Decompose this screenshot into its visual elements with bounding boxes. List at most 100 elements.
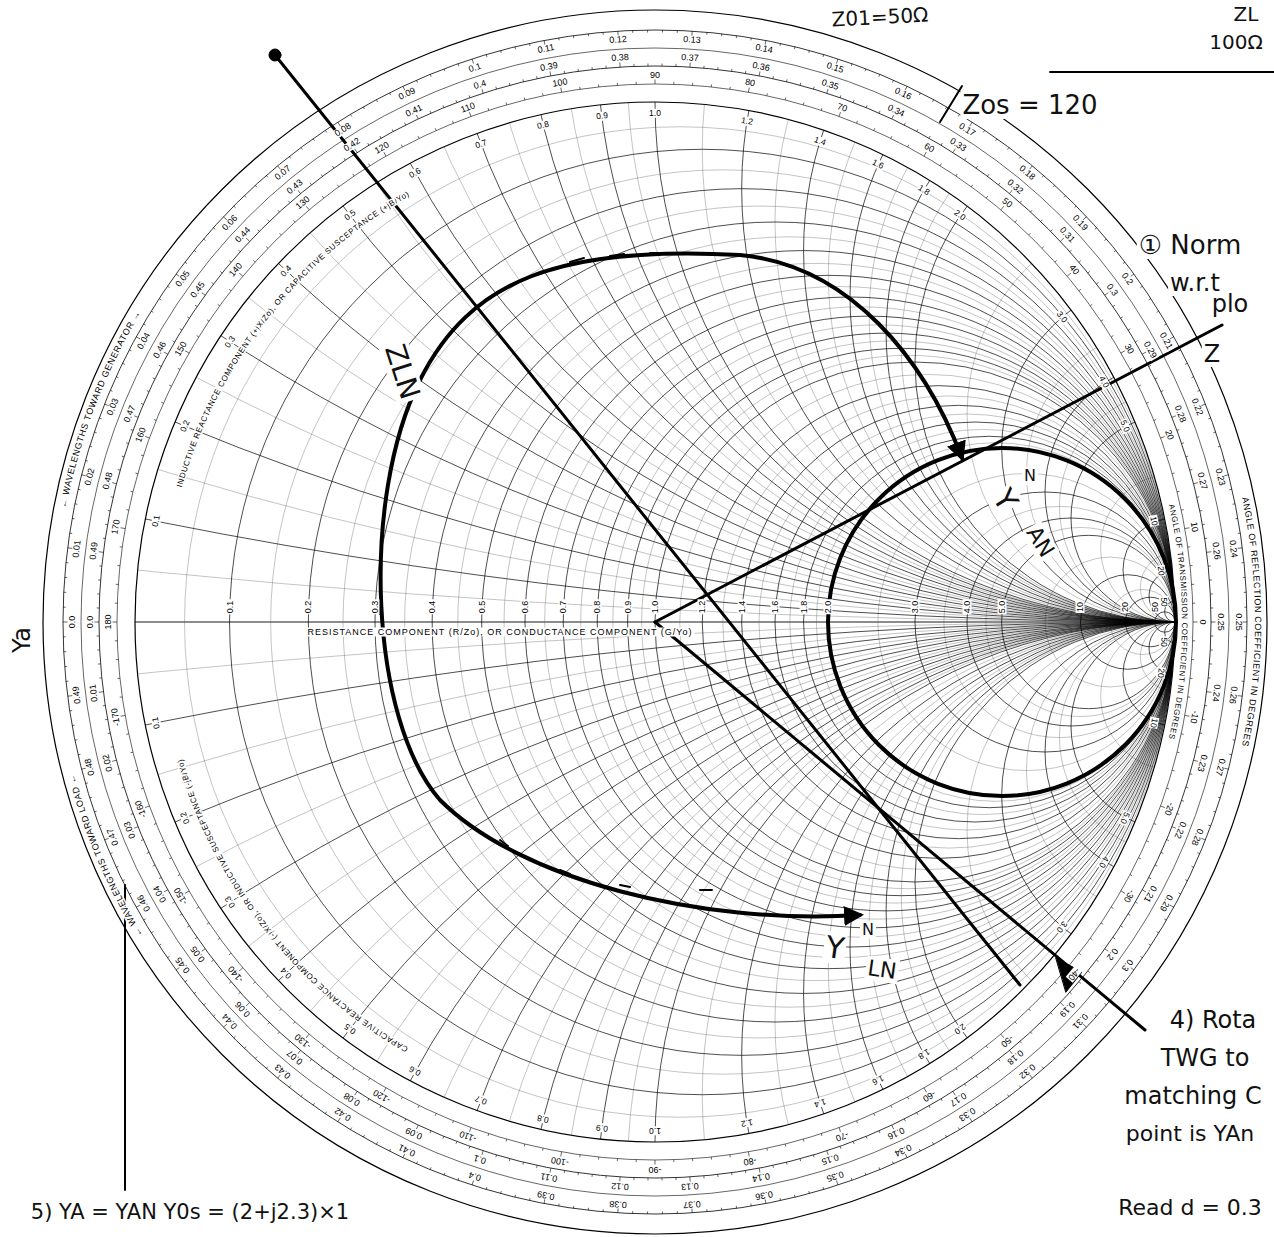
- scale-tick: [111, 746, 113, 748]
- scale-tick: [1192, 866, 1194, 867]
- scale-tick: [195, 937, 197, 938]
- scale-tick: [1237, 695, 1242, 697]
- scale-tick: [976, 166, 977, 168]
- scale-tick: [131, 429, 133, 431]
- scale-tick: [266, 1067, 268, 1069]
- scale-tick: [457, 1178, 459, 1180]
- scale-tick: [1205, 538, 1207, 539]
- scale-tick: [1139, 385, 1141, 386]
- scale-tick: [808, 1191, 810, 1193]
- scale-tick: [72, 725, 74, 726]
- scale-tick: [956, 174, 957, 176]
- resistance-circle: [375, 222, 1175, 1022]
- reactance-arc: [0, 0, 1274, 622]
- wavelength-scale-value: 0.2: [1119, 271, 1135, 288]
- scale-tick: [169, 385, 171, 386]
- scale-tick: [1167, 454, 1169, 456]
- scale-tick: [1190, 678, 1192, 679]
- resistance-value: 1.6: [771, 600, 780, 615]
- scale-tick: [971, 185, 972, 187]
- scale-tick: [1182, 442, 1184, 444]
- scale-tick: [1243, 577, 1245, 578]
- scale-tick: [266, 247, 268, 249]
- scale-tick: [1213, 811, 1215, 813]
- resistance-value: 0.9: [623, 600, 632, 615]
- angle-scale-value: 100: [551, 77, 569, 89]
- scale-tick: [1181, 733, 1183, 735]
- scale-tick: [218, 938, 220, 939]
- scale-tick: [1095, 1015, 1097, 1017]
- wavelength-scale-value: 0.07: [284, 1048, 305, 1067]
- scale-tick: [144, 324, 146, 325]
- scale-tick: [1211, 607, 1213, 608]
- resistance-circle: [271, 170, 1175, 1074]
- scale-tick: [731, 69, 732, 71]
- scale-tick: [131, 491, 133, 493]
- scale-tick: [605, 66, 606, 68]
- scale-tick: [689, 62, 690, 67]
- reactance-arc: [967, 206, 1274, 622]
- scale-tick: [823, 1187, 825, 1189]
- scale-tick: [1164, 324, 1166, 325]
- wavelength-scale-value: 0.44: [233, 225, 253, 245]
- scale-tick: [655, 79, 656, 84]
- angle-scale-value: 80: [743, 78, 756, 89]
- resistance-circle: [185, 127, 1175, 1117]
- scale-tick: [995, 139, 996, 141]
- scale-tick: [786, 1162, 788, 1164]
- scale-tick: [1090, 304, 1092, 305]
- wavelength-scale-value: 0.1: [472, 1153, 489, 1166]
- resistance-value: 50: [1150, 601, 1159, 613]
- wavelength-scale-value: 0.47: [105, 826, 121, 847]
- scale-tick: [350, 114, 351, 116]
- resistance-circle: [828, 449, 1175, 796]
- scale-tick: [1030, 210, 1032, 212]
- scale-tick: [310, 183, 312, 185]
- scale-title: ← WAVELENGTHS TOWARD LOAD ←: [67, 773, 145, 939]
- scale-tick: [692, 1159, 693, 1161]
- scale-tick: [1210, 649, 1212, 650]
- scale-tick: [588, 34, 589, 36]
- scale-tick: [1155, 378, 1157, 379]
- reactance-value: 0.9: [594, 111, 609, 121]
- wavelength-scale-value: 0.38: [609, 53, 629, 63]
- scale-tick: [369, 1078, 370, 1080]
- reactance-value: 0.8: [536, 120, 551, 131]
- resistance-value: 10: [1076, 601, 1085, 613]
- reactance-arc: [1002, 275, 1274, 622]
- scale-tick: [965, 158, 966, 160]
- scale-tick: [579, 87, 580, 89]
- scale-tick: [1200, 733, 1202, 734]
- reactance-arc: [0, 0, 1274, 622]
- scale-tick: [384, 152, 387, 156]
- scale-tick: [1197, 852, 1199, 854]
- reactance-arc: [19, 622, 1274, 1237]
- angle-scale-value: 90: [649, 71, 661, 80]
- scale-tick: [542, 93, 544, 95]
- scale-tick: [253, 982, 255, 984]
- scale-tick: [1079, 289, 1081, 291]
- scale-tick: [220, 971, 222, 973]
- scale-tick: [405, 1119, 406, 1121]
- scale-tick: [495, 1155, 497, 1157]
- scale-tick: [288, 1041, 290, 1043]
- resistance-value: 0.5: [477, 600, 486, 615]
- scale-tick: [1161, 852, 1163, 853]
- scale-tick: [201, 292, 205, 295]
- scale-tick: [1079, 261, 1081, 263]
- scale-tick: [941, 1099, 942, 1101]
- reactance-value: 0.1: [151, 715, 162, 730]
- scale-tick: [159, 878, 161, 879]
- scale-tick: [1020, 201, 1022, 203]
- wavelength-scale-value: 0.03: [122, 819, 138, 840]
- scale-tick: [945, 1135, 946, 1137]
- scale-tick: [1042, 1067, 1044, 1069]
- scale-tick: [229, 953, 231, 955]
- radial-line: [275, 55, 1020, 985]
- resistance-value: 0.8: [593, 600, 602, 615]
- scale-tick: [66, 681, 68, 682]
- scale-tick: [578, 1173, 579, 1175]
- reactance-arc: [0, 622, 1274, 1237]
- scale-tick: [1222, 460, 1224, 462]
- scale-tick: [105, 719, 107, 720]
